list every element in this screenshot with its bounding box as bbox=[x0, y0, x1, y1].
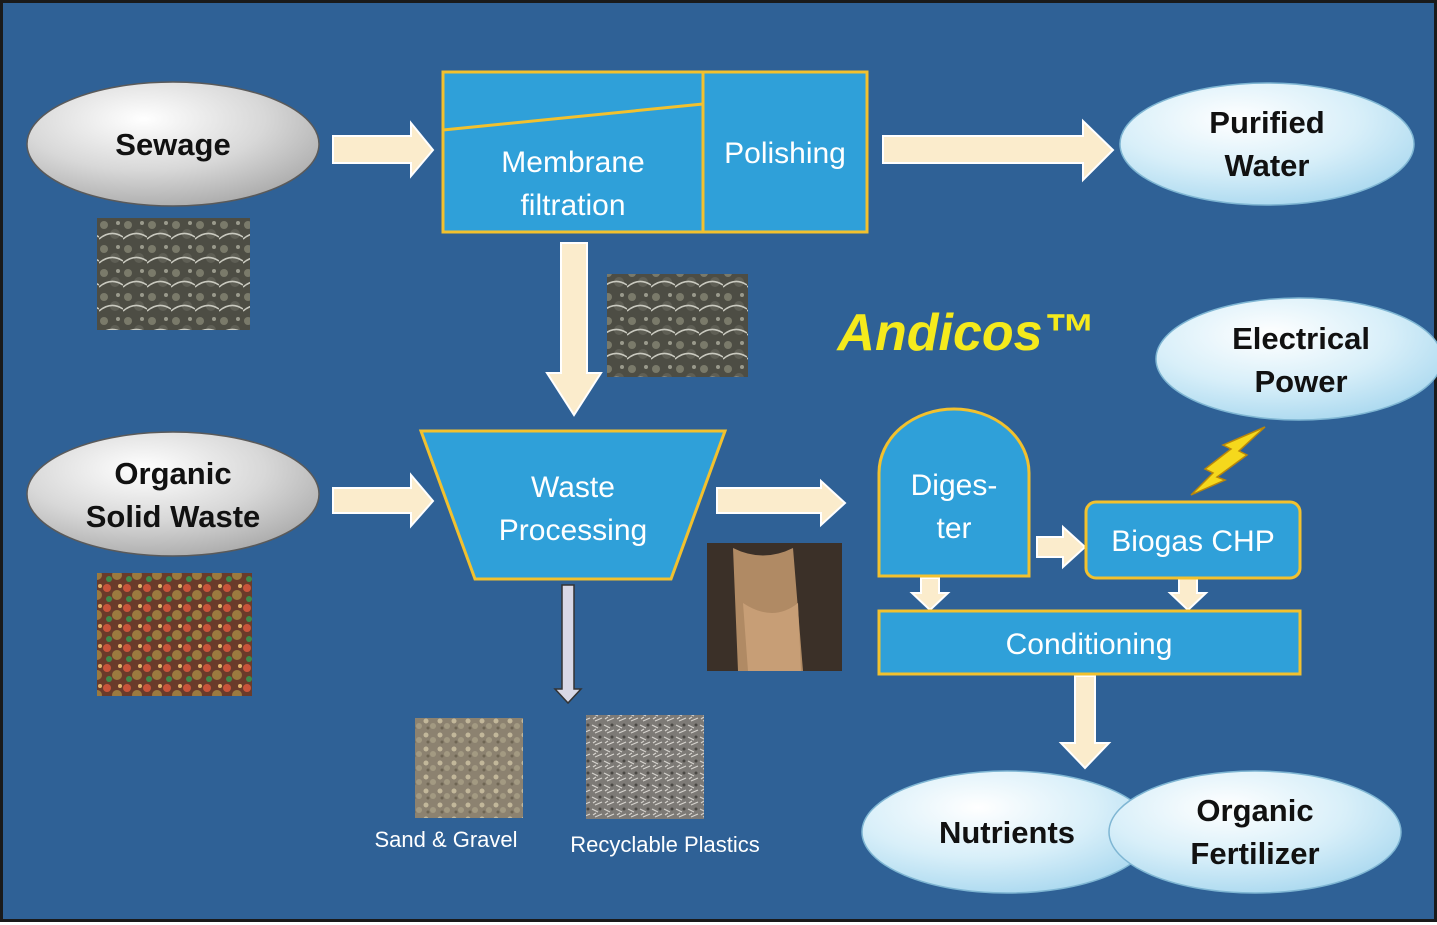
arrow-conditioning-to-nutrients bbox=[1058, 675, 1112, 770]
waste-processing-label-line2: Processing bbox=[499, 514, 647, 547]
digester-label-line1: Diges- bbox=[911, 469, 998, 502]
electrical-power-label-line2: Power bbox=[1254, 364, 1347, 399]
purified-water-label-line2: Water bbox=[1225, 148, 1310, 183]
arrow-waste-processing-to-digester bbox=[716, 478, 847, 528]
sludge-photo bbox=[607, 274, 748, 377]
sand-gravel-photo bbox=[415, 718, 523, 818]
waste-processing-label-line1: Waste bbox=[531, 471, 615, 504]
solid-waste-photo bbox=[97, 573, 252, 696]
electrical-power-label-line1: Electrical bbox=[1232, 321, 1370, 356]
organic-fertilizer-output: Organic Fertilizer bbox=[1108, 770, 1402, 894]
andicos-title: Andicos™ bbox=[835, 304, 1094, 362]
conditioning-unit: Conditioning bbox=[877, 609, 1302, 676]
andicos-process-diagram: Sewage Organic Solid Waste Membrane filt… bbox=[26, 70, 1437, 894]
electrical-power-output: Electrical Power bbox=[1155, 297, 1437, 421]
arrow-to-by-products bbox=[553, 584, 583, 705]
membrane-filtration-label-line1: Membrane bbox=[501, 146, 644, 179]
purified-water-label-line1: Purified bbox=[1209, 105, 1324, 140]
arrow-digester-to-biogas bbox=[1036, 524, 1087, 570]
slurry-photo bbox=[707, 543, 842, 671]
organic-solid-waste-label-line2: Solid Waste bbox=[86, 499, 261, 534]
nutrients-output: Nutrients bbox=[861, 770, 1153, 894]
sewage-input: Sewage bbox=[26, 81, 320, 207]
lightning-bolt-icon bbox=[1190, 426, 1266, 496]
biogas-chp-unit: Biogas CHP bbox=[1084, 500, 1302, 580]
conditioning-label: Conditioning bbox=[1006, 628, 1173, 661]
arrow-biogas-to-conditioning bbox=[1167, 577, 1209, 612]
nutrients-label: Nutrients bbox=[939, 815, 1075, 850]
arrow-membrane-to-waste-processing bbox=[545, 242, 603, 417]
organic-solid-waste-input: Organic Solid Waste bbox=[26, 431, 320, 557]
purified-water-output: Purified Water bbox=[1119, 82, 1415, 206]
waste-processing-unit: Waste Processing bbox=[418, 429, 728, 581]
sewage-label: Sewage bbox=[115, 127, 230, 162]
sewage-photo bbox=[97, 218, 250, 330]
arrow-digester-to-conditioning bbox=[909, 577, 951, 612]
arrows bbox=[332, 118, 1209, 770]
membrane-polishing-unit: Membrane filtration Polishing bbox=[441, 70, 869, 234]
arrow-sewage-to-membrane bbox=[332, 120, 435, 179]
polishing-label: Polishing bbox=[724, 137, 846, 170]
digester-label-line2: ter bbox=[936, 512, 971, 545]
recyclable-plastics-caption: Recyclable Plastics bbox=[570, 832, 760, 857]
digester-unit: Diges- ter bbox=[877, 407, 1031, 578]
plastics-photo bbox=[586, 715, 704, 819]
biogas-chp-label: Biogas CHP bbox=[1111, 525, 1274, 558]
organic-fertilizer-label-line2: Fertilizer bbox=[1190, 836, 1319, 871]
sand-gravel-caption: Sand & Gravel bbox=[374, 827, 517, 852]
membrane-filtration-label-line2: filtration bbox=[520, 189, 625, 222]
arrow-polishing-to-purified-water bbox=[882, 118, 1115, 183]
organic-fertilizer-label-line1: Organic bbox=[1196, 793, 1313, 828]
organic-solid-waste-label-line1: Organic bbox=[114, 456, 231, 491]
arrow-solid-waste-to-waste-processing bbox=[332, 472, 435, 529]
